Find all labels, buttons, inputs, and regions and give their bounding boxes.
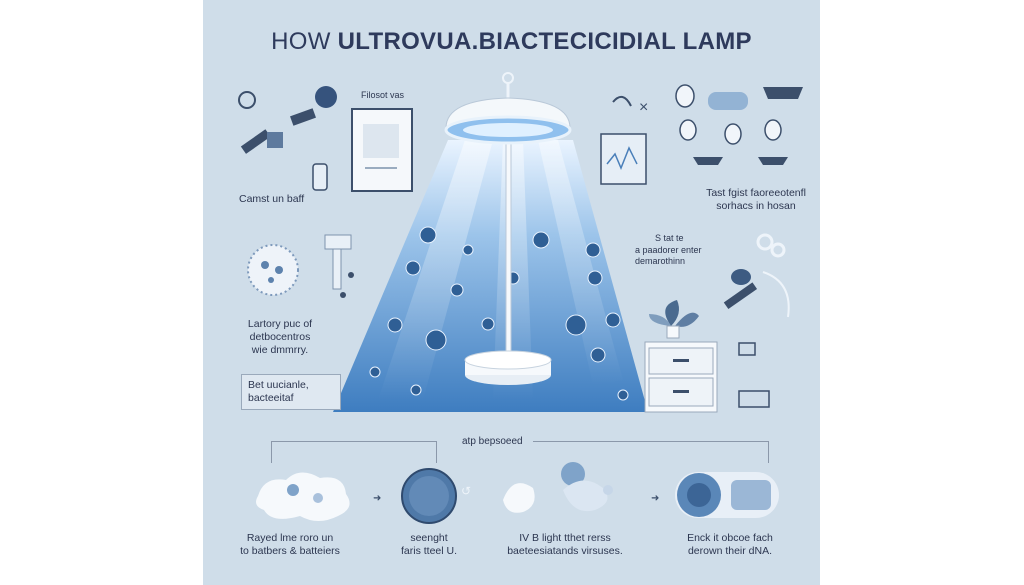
label-filosot: Filosot vas bbox=[361, 90, 405, 100]
caption-3-line-1: IV B light tthet rerss bbox=[519, 532, 611, 544]
caption-3-line-2: baeteesiatands virsuses. bbox=[507, 545, 623, 557]
lab-tools-icons bbox=[238, 86, 337, 191]
label-tast-line-2: sorhacs in hosan bbox=[716, 200, 796, 212]
label-camst: Camst un baff bbox=[239, 193, 305, 205]
title-part-2: ULTROVUA.BIACTECICIDIAL LAMP bbox=[337, 28, 752, 55]
caption-4: Enck it obcoe fach derown their dNA. bbox=[665, 532, 795, 558]
label-atp: atp bepsoeed bbox=[462, 436, 523, 447]
uv-light-beam bbox=[333, 72, 648, 412]
label-lartory-line-1: Lartory puc of bbox=[247, 318, 313, 330]
title-part-1: HOW bbox=[271, 28, 338, 55]
label-pandore-line-2: demarothinn bbox=[635, 256, 686, 266]
nightstand-with-plant-icon bbox=[644, 300, 770, 413]
label-pandore: a paadorer enter demarothinn bbox=[635, 245, 702, 267]
caption-1: Rayed lme roro un to batbers & batteiers bbox=[225, 532, 355, 558]
caption-2-line-2: faris tteel U. bbox=[400, 545, 458, 557]
caption-1-line-1: Rayed lme roro un bbox=[246, 532, 334, 544]
germs-splash-illustration bbox=[256, 472, 350, 521]
label-lartory-line-2: detbocentros bbox=[249, 331, 311, 343]
caption-4-line-2: derown their dNA. bbox=[687, 545, 773, 557]
magnified-surface-illustration bbox=[401, 468, 457, 524]
caption-4-line-1: Enck it obcoe fach bbox=[687, 532, 773, 544]
svg-text:×: × bbox=[639, 99, 648, 116]
label-lartory: Lartory puc of detbocentros wie dmmrry. bbox=[225, 318, 335, 357]
divider-right-drop bbox=[768, 441, 769, 463]
framed-poster-icon bbox=[351, 108, 413, 192]
divider-left bbox=[271, 441, 436, 442]
dna-destruction-illustration bbox=[675, 472, 779, 518]
label-bet-line-2: bacteeitaf bbox=[248, 392, 294, 404]
divider-right bbox=[533, 441, 768, 442]
label-state: S tat te bbox=[655, 233, 684, 243]
faucet-icon bbox=[324, 234, 354, 298]
caption-3: IV B light tthet rerss baeteesiatands vi… bbox=[490, 532, 640, 558]
arrow-1-icon: ➜ bbox=[373, 493, 382, 504]
label-pandore-line-1: a paadorer enter bbox=[635, 245, 702, 255]
divider-center-drop bbox=[436, 441, 437, 463]
swirl-icon: ↺ bbox=[461, 484, 472, 498]
virus-creatures-illustration bbox=[503, 462, 613, 513]
infographic-title: HOW ULTROVUA.BIACTECICIDIAL LAMP bbox=[203, 28, 820, 56]
divider-left-drop bbox=[271, 441, 272, 463]
label-tast: Tast fgist faoreeotenfl sorhacs in hosan bbox=[691, 187, 820, 213]
infographic-panel: HOW ULTROVUA.BIACTECICIDIAL LAMP bbox=[203, 0, 820, 585]
label-bet-line-1: Bet uucianle, bbox=[248, 379, 309, 391]
caption-1-line-2: to batbers & batteiers bbox=[240, 545, 340, 557]
label-tast-line-1: Tast fgist faoreeotenfl bbox=[706, 187, 806, 199]
label-box-bet: Bet uucianle, bacteeitaf bbox=[241, 374, 341, 410]
caption-2-line-1: seenght bbox=[410, 532, 448, 544]
label-lartory-line-3: wie dmmrry. bbox=[251, 344, 309, 356]
arrow-2-icon: ➜ bbox=[651, 493, 660, 504]
bacteria-cluster-icon bbox=[247, 244, 299, 296]
caption-2: seenght faris tteel U. bbox=[379, 532, 479, 558]
cleaning-spray-icon bbox=[723, 233, 790, 318]
right-top-icons: × bbox=[600, 84, 803, 185]
